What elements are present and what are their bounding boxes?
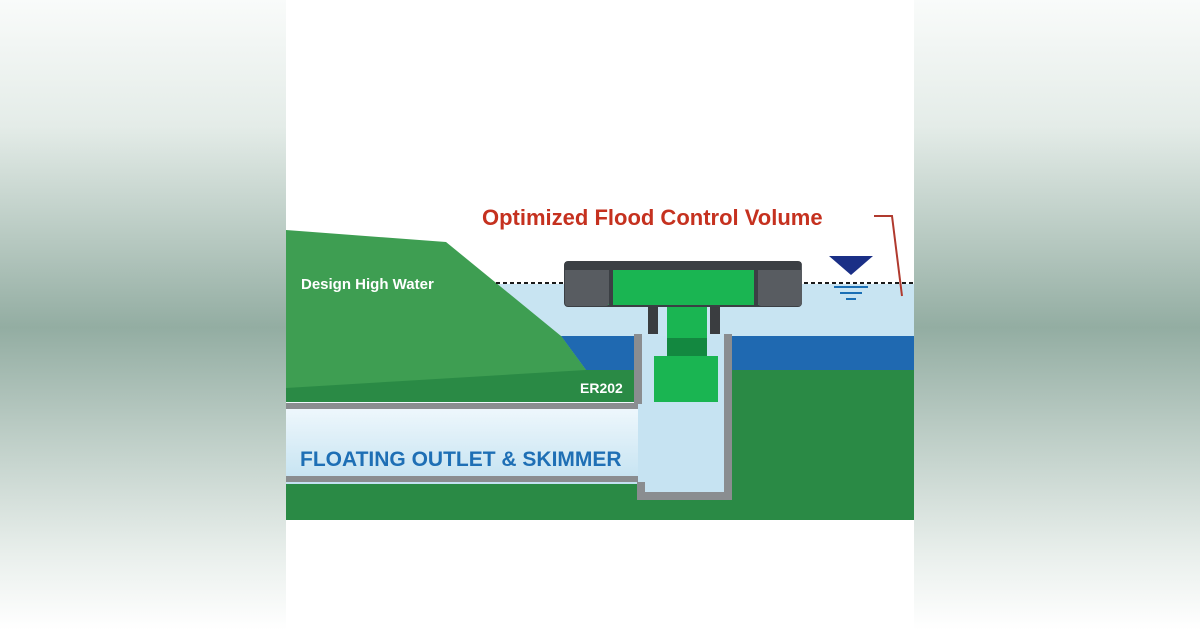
berm [286, 230, 586, 388]
flood-control-volume-label: Optimized Flood Control Volume [482, 205, 823, 230]
float-top-cap [565, 262, 801, 270]
product-name-label: FLOATING OUTLET & SKIMMER [300, 448, 622, 471]
right-float [758, 262, 802, 306]
left-blur-background [0, 0, 286, 630]
right-bracket [710, 306, 720, 334]
deep-water [561, 336, 914, 370]
design-high-water-label: Design High Water [301, 276, 434, 293]
device-lower-body [654, 356, 718, 402]
right-blur-background [914, 0, 1200, 630]
left-float [565, 262, 609, 306]
model-number-label: ER202 [580, 380, 623, 396]
volume-bracket [874, 215, 903, 297]
left-bracket [648, 306, 658, 334]
water-level-symbol-icon [829, 256, 873, 300]
float-left-divider [609, 270, 613, 306]
float-right-divider [754, 270, 758, 306]
riser-wall [634, 334, 732, 500]
device-stem-shade [667, 338, 707, 360]
outlet-pipe [286, 402, 642, 484]
outlet-diagram: Optimized Flood Control Volume Design Hi… [286, 205, 914, 520]
diagram-panel: Optimized Flood Control Volume Design Hi… [286, 0, 914, 630]
